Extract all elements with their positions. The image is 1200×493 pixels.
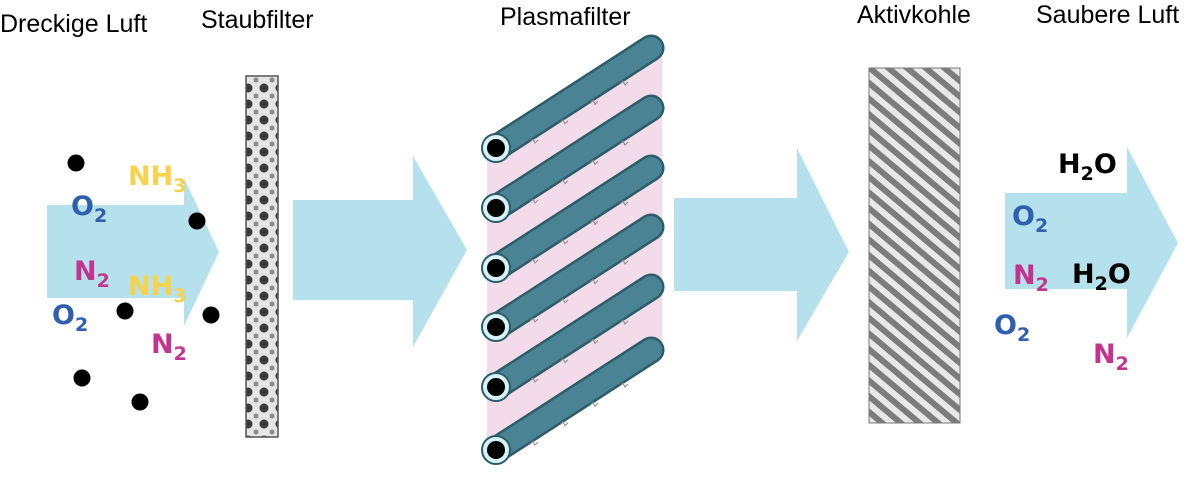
dirt-particle — [202, 306, 220, 324]
molecule-o2: O2 — [71, 191, 107, 227]
flow-arrow-after-dust — [293, 156, 467, 347]
header-plasma-filter: Plasmafilter — [500, 3, 631, 31]
plasma-tube — [481, 154, 665, 283]
flow-arrow-after-plasma — [674, 148, 849, 341]
flow-arrow-clean — [1005, 147, 1178, 338]
molecule-h2o: H2O — [1072, 259, 1131, 295]
header-dust-filter: Staubfilter — [201, 6, 314, 34]
plasma-tubes — [481, 34, 665, 465]
molecule-o2: O2 — [52, 300, 88, 336]
plasma-tube — [481, 94, 665, 223]
molecule-nh3: NH3 — [128, 161, 186, 197]
molecule-o2: O2 — [1012, 201, 1048, 237]
molecule-h2o: H2O — [1058, 149, 1117, 185]
dirt-particles — [67, 154, 220, 411]
dirt-particle — [131, 393, 149, 411]
molecule-n2: N2 — [1013, 260, 1049, 296]
molecule-n2: N2 — [151, 329, 187, 365]
plasma-filter — [481, 34, 665, 465]
dust-filter — [245, 75, 279, 438]
header-activated-carbon: Aktivkohle — [857, 1, 971, 29]
header-clean-air: Saubere Luft — [1036, 1, 1179, 29]
dirt-particle — [116, 302, 134, 320]
plasma-tube — [481, 273, 665, 402]
dirt-particle — [73, 369, 91, 387]
molecule-o2: O2 — [994, 310, 1030, 346]
dirt-particle — [67, 154, 85, 172]
plasma-tube — [481, 213, 665, 342]
plasma-tube — [481, 34, 665, 163]
flow-arrow-dirty — [47, 178, 219, 326]
molecule-nh3: NH3 — [128, 271, 186, 307]
activated-carbon-block — [868, 67, 961, 424]
dirt-particle — [188, 212, 206, 230]
molecule-n2: N2 — [74, 256, 110, 292]
header-dirty-air: Dreckige Luft — [0, 10, 147, 38]
molecule-n2: N2 — [1093, 339, 1129, 375]
plasma-tube — [481, 336, 665, 465]
